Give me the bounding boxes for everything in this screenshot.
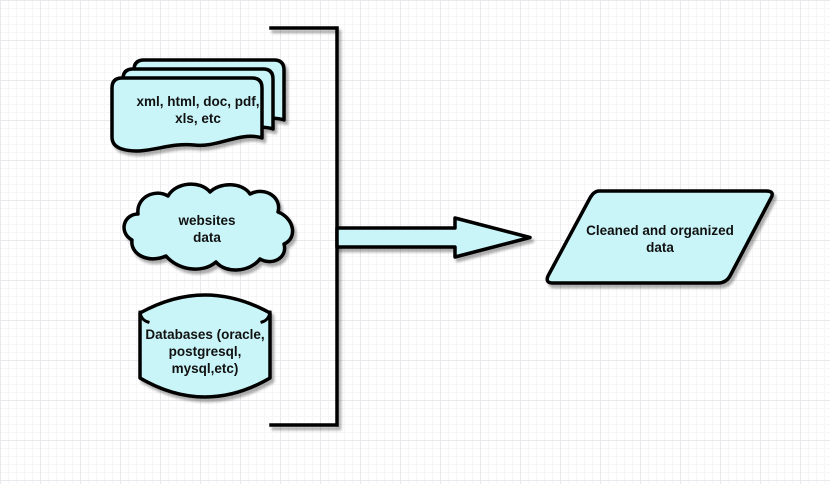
flow-arrow[interactable]: [335, 216, 532, 259]
document-sheet-front[interactable]: [110, 76, 264, 153]
cloud-node[interactable]: [122, 182, 295, 272]
documents-node[interactable]: [110, 58, 286, 153]
cylinder-shape[interactable]: [138, 293, 272, 399]
output-node[interactable]: [545, 189, 774, 285]
parallelogram-shape[interactable]: [545, 189, 774, 285]
cylinder-rim-tick-left: [138, 310, 150, 324]
cylinder-rim-tick-right: [260, 310, 272, 324]
cloud-shape[interactable]: [122, 182, 295, 272]
database-node[interactable]: [138, 293, 272, 399]
